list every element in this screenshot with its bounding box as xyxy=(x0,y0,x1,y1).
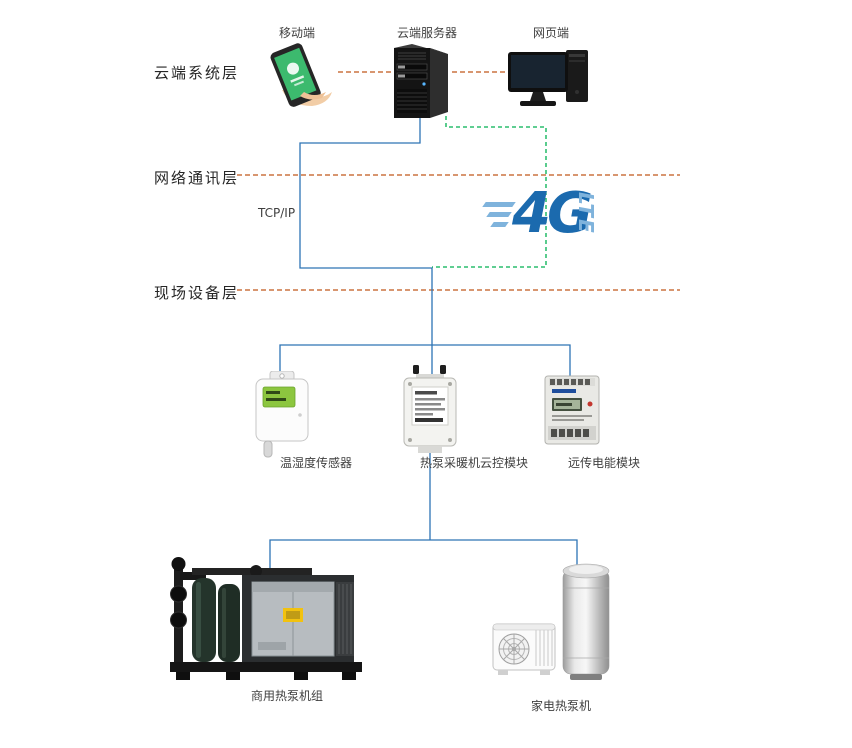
tcpip-label: TCP/IP xyxy=(258,206,296,220)
label-meter: 远传电能模块 xyxy=(567,456,641,470)
speed-line-icon xyxy=(490,222,509,227)
lte-4g-logo: 4G LTE xyxy=(482,184,616,250)
lte-text: LTE xyxy=(574,192,598,235)
label-server: 云端服务器 xyxy=(396,26,458,40)
speed-line-icon xyxy=(482,202,516,207)
wire-server-to-controller xyxy=(299,116,433,378)
cloud-server-icon xyxy=(386,42,458,120)
commercial-heat-pump-icon xyxy=(166,542,368,684)
cloud-controller-icon xyxy=(396,365,464,457)
water-tank-icon xyxy=(560,560,612,682)
label-home-unit: 家电热泵机 xyxy=(530,699,592,713)
label-sensor: 温湿度传感器 xyxy=(279,456,353,470)
mobile-phone-icon xyxy=(256,40,336,112)
label-commercial-unit: 商用热泵机组 xyxy=(250,689,324,703)
layer-label-network: 网络通讯层 xyxy=(154,169,240,187)
speed-line-icon xyxy=(486,212,512,217)
layer-label-field: 现场设备层 xyxy=(154,284,240,302)
label-mobile: 移动端 xyxy=(278,26,316,40)
temp-humidity-sensor-icon xyxy=(250,370,314,459)
home-heat-pump-outdoor-icon xyxy=(492,616,558,678)
label-controller: 热泵采暖机云控模块 xyxy=(419,456,529,470)
label-web: 网页端 xyxy=(532,26,570,40)
layer-label-cloud: 云端系统层 xyxy=(154,64,240,82)
web-desktop-icon xyxy=(506,44,596,114)
energy-meter-icon xyxy=(540,374,604,448)
